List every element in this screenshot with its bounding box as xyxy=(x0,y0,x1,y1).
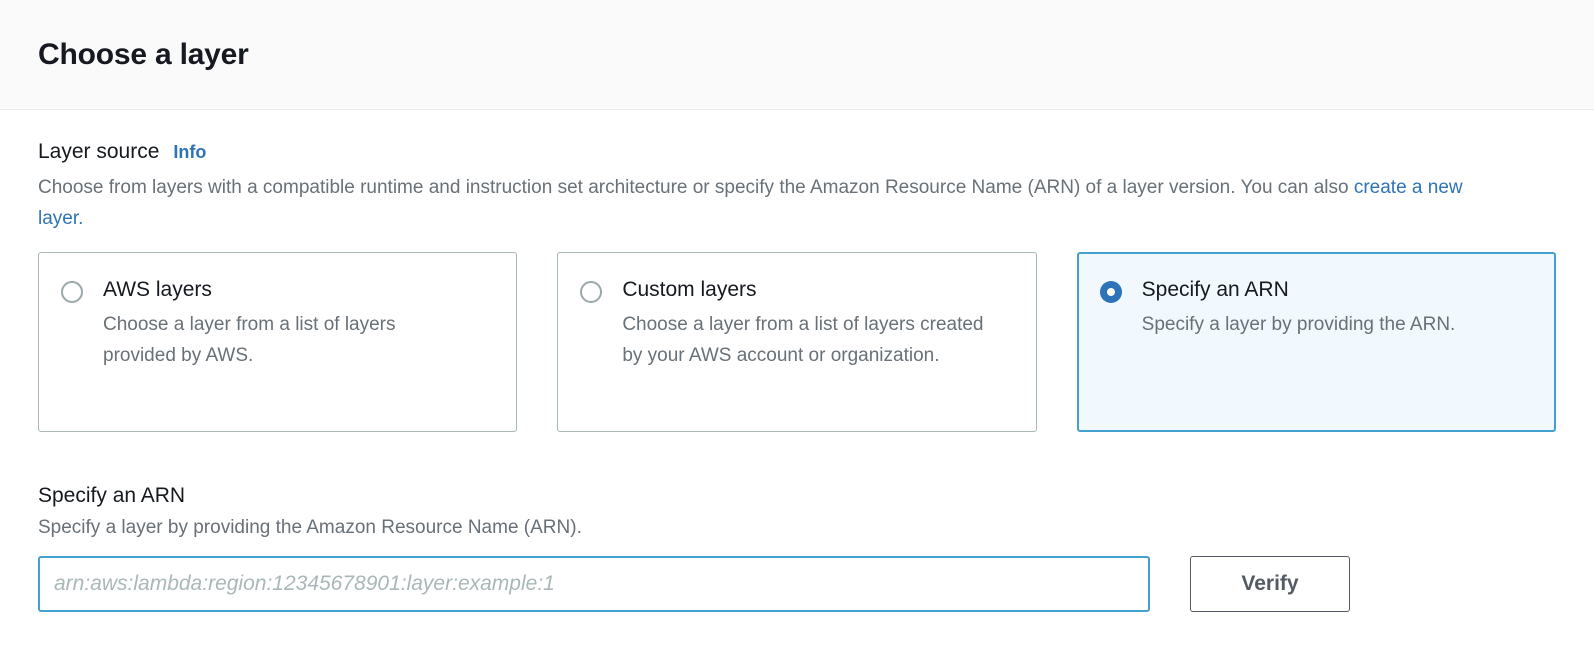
layer-source-description-text1: Choose from layers with a compatible run… xyxy=(38,177,1354,198)
radio-card-custom-layers[interactable]: Custom layers Choose a layer from a list… xyxy=(557,252,1037,432)
radio-card-custom-layers-title: Custom layers xyxy=(622,278,757,301)
dialog-body: Layer source Info Choose from layers wit… xyxy=(0,110,1594,612)
arn-input[interactable] xyxy=(38,556,1150,612)
layer-source-label-row: Layer source Info xyxy=(38,140,1556,164)
layer-source-description: Choose from layers with a compatible run… xyxy=(38,172,1478,234)
radio-card-specify-arn[interactable]: Specify an ARN Specify a layer by provid… xyxy=(1076,252,1556,432)
radio-card-aws-layers-title: AWS layers xyxy=(103,278,212,301)
specify-arn-subtext: Specify a layer by providing the Amazon … xyxy=(38,517,582,538)
dialog-header: Choose a layer xyxy=(0,0,1594,110)
radio-icon-aws-layers[interactable] xyxy=(61,281,83,303)
radio-icon-specify-arn[interactable] xyxy=(1099,281,1122,303)
page-title: Choose a layer xyxy=(38,37,249,71)
radio-card-specify-arn-description: Specify a layer by providing the ARN. xyxy=(1141,314,1456,335)
radio-card-aws-layers-text: AWS layers Choose a layer from a list of… xyxy=(103,277,473,371)
create-new-layer-link[interactable]: create a new layer xyxy=(38,177,1463,229)
radio-icon-custom-layers[interactable] xyxy=(580,281,603,303)
radio-card-custom-layers-description: Choose a layer from a list of layers cre… xyxy=(622,314,984,366)
layer-source-options: AWS layers Choose a layer from a list of… xyxy=(38,252,1556,432)
layer-source-description-text2: . xyxy=(78,208,84,229)
radio-card-specify-arn-text: Specify an ARN Specify a layer by provid… xyxy=(1142,277,1456,340)
radio-card-aws-layers[interactable]: AWS layers Choose a layer from a list of… xyxy=(38,252,518,432)
radio-card-specify-arn-title: Specify an ARN xyxy=(1141,278,1289,301)
info-link[interactable]: Info xyxy=(173,142,207,162)
verify-button[interactable]: Verify xyxy=(1190,556,1350,612)
specify-arn-heading: Specify an ARN xyxy=(38,484,186,507)
radio-card-custom-layers-text: Custom layers Choose a layer from a list… xyxy=(622,277,992,371)
specify-arn-section: Specify an ARN Specify a layer by provid… xyxy=(38,484,1556,612)
radio-card-aws-layers-description: Choose a layer from a list of layers pro… xyxy=(103,314,396,366)
specify-arn-input-row: Verify xyxy=(38,556,1556,612)
layer-source-label: Layer source xyxy=(38,140,160,163)
